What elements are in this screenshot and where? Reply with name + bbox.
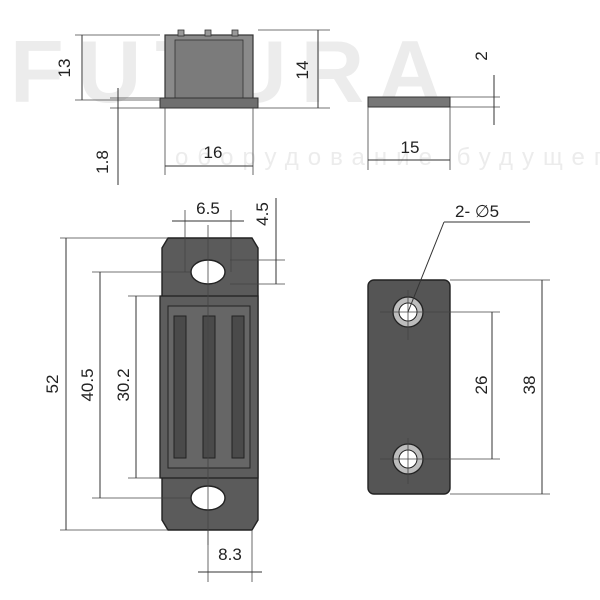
watermark-tagline: оборудование будущего	[175, 144, 600, 171]
dim-14: 14	[293, 61, 312, 80]
dim-38: 38	[520, 376, 539, 395]
catch-end-view	[159, 29, 259, 109]
catch-top-dimension-lines	[60, 198, 285, 582]
dim-13: 13	[55, 59, 74, 78]
dim-40-5: 40.5	[78, 368, 97, 401]
dim-16: 16	[204, 143, 223, 162]
strike-plate-view	[367, 221, 550, 495]
dim-holes: 2- ∅5	[455, 202, 499, 221]
dim-6-5: 6.5	[196, 199, 220, 218]
dim-8-3: 8.3	[218, 545, 242, 564]
dim-1-8: 1.8	[93, 150, 112, 174]
dim-30-2: 30.2	[114, 368, 133, 401]
end-view-dimension-lines	[75, 29, 330, 185]
dim-15: 15	[401, 138, 420, 157]
dim-26: 26	[472, 376, 491, 395]
dim-4-5: 4.5	[253, 202, 272, 226]
dim-52: 52	[43, 375, 62, 394]
catch-top-view	[159, 225, 259, 545]
dim-2: 2	[472, 51, 491, 60]
plate-side-view	[367, 75, 500, 170]
